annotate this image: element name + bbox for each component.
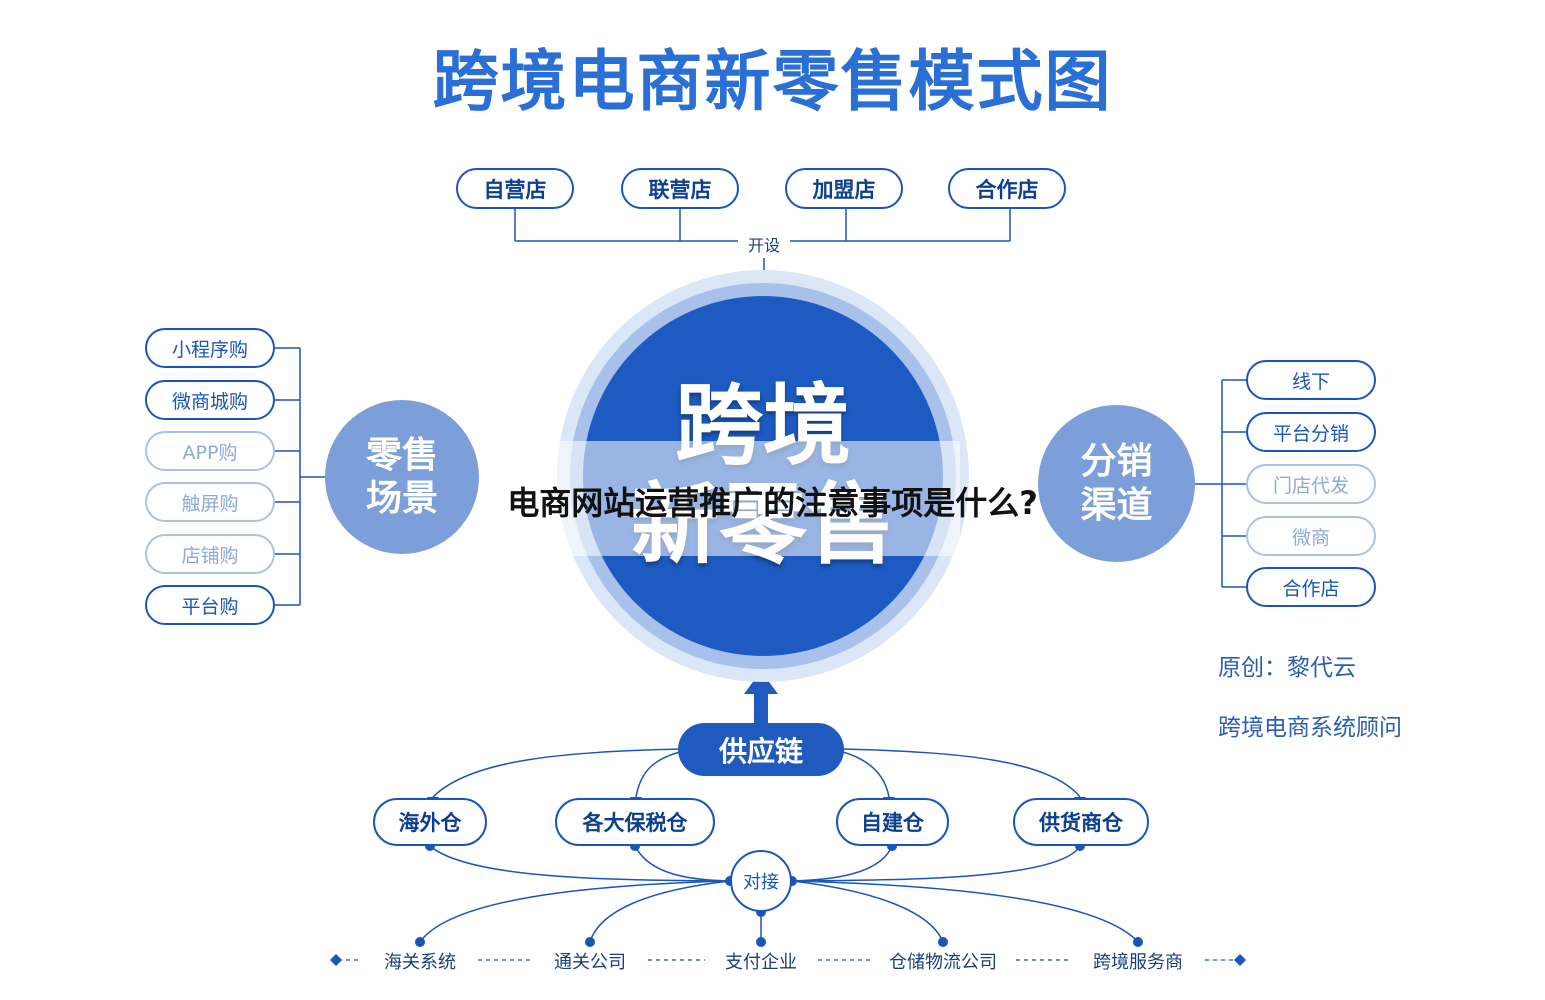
- retail-item-store: 店铺购: [145, 534, 275, 574]
- retail-item-mini-program: 小程序购: [145, 328, 275, 368]
- store-franchise: 加盟店: [785, 168, 903, 209]
- retail-item-platform: 平台购: [145, 585, 275, 625]
- supply-chain-box: 供应链: [678, 723, 844, 776]
- store-self-operated: 自营店: [456, 168, 574, 209]
- warehouse-overseas: 海外仓: [373, 798, 487, 846]
- channel-wechat-business: 微商: [1246, 516, 1376, 556]
- channel-offline: 线下: [1246, 360, 1376, 400]
- retail-scene-line1: 零售: [365, 434, 438, 476]
- open-label: 开设: [747, 236, 780, 255]
- main-title: 跨境电商新零售模式图: [432, 43, 1113, 120]
- partner-customs: 海关系统: [384, 952, 456, 973]
- warehouse-self-built: 自建仓: [836, 798, 949, 846]
- distribution-line1: 分销: [1080, 441, 1153, 483]
- channel-partner-store: 合作店: [1246, 567, 1376, 607]
- retail-item-app: APP购: [145, 431, 275, 471]
- overlay-headline: 电商网站运营推广的注意事项是什么?: [507, 484, 1038, 522]
- retail-scene-circle: 零售 场景: [325, 400, 479, 554]
- store-joint: 联营店: [621, 168, 739, 209]
- retail-item-touchscreen: 触屏购: [145, 482, 275, 522]
- partner-clearance: 通关公司: [554, 952, 626, 973]
- retail-item-wechat-mall: 微商城购: [145, 380, 275, 420]
- credit-author: 原创：黎代云: [1218, 655, 1356, 681]
- overlay-band: [540, 441, 960, 556]
- distribution-line2: 渠道: [1080, 484, 1153, 526]
- distribution-circle: 分销 渠道: [1038, 405, 1195, 562]
- warehouse-supplier: 供货商仓: [1013, 798, 1149, 846]
- connect-hub: 对接: [730, 850, 792, 912]
- partner-service-provider: 跨境服务商: [1093, 952, 1183, 973]
- channel-platform: 平台分销: [1246, 412, 1376, 452]
- store-partner: 合作店: [948, 168, 1066, 209]
- warehouse-bonded: 各大保税仓: [555, 798, 715, 846]
- partner-payment: 支付企业: [725, 952, 797, 973]
- credit-role: 跨境电商系统顾问: [1218, 715, 1402, 741]
- partner-logistics: 仓储物流公司: [889, 952, 997, 973]
- channel-store-dropship: 门店代发: [1246, 464, 1376, 504]
- retail-scene-line2: 场景: [365, 478, 438, 519]
